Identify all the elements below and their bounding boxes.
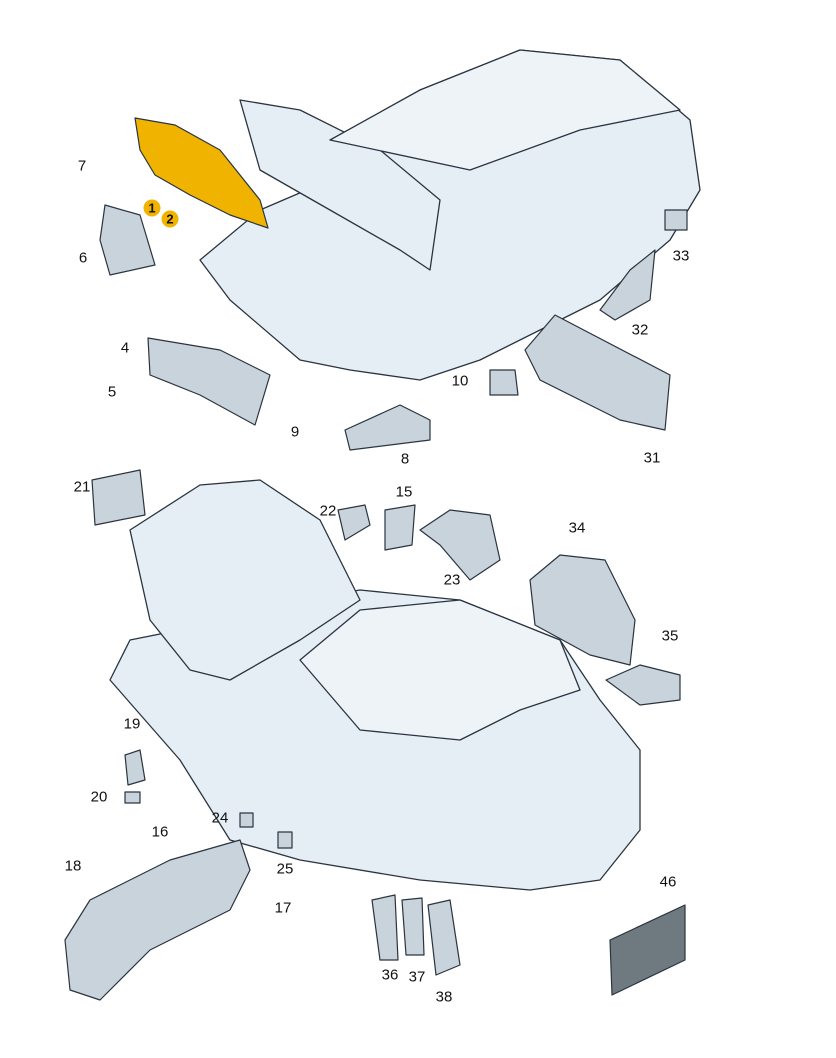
label-8[interactable]: 8 [400,450,410,468]
part-24 [239,812,254,828]
label-25[interactable]: 25 [276,860,294,878]
part-21 [91,469,146,526]
label-21[interactable]: 21 [73,478,91,496]
label-32[interactable]: 32 [631,321,649,339]
label-4[interactable]: 4 [120,339,130,357]
part-16 [64,839,251,1001]
label-1[interactable]: 1 [143,199,161,217]
lower-roof [299,599,581,741]
label-17[interactable]: 17 [274,899,292,917]
part-6 [99,204,156,276]
part-20 [124,791,141,804]
label-24[interactable]: 24 [211,809,229,827]
label-19[interactable]: 19 [123,715,141,733]
label-20[interactable]: 20 [90,788,108,806]
part-32 [599,249,656,321]
label-38[interactable]: 38 [435,988,453,1006]
label-18[interactable]: 18 [64,857,82,875]
part-19 [124,749,146,786]
part-31 [524,314,671,431]
part-8 [344,404,431,451]
part-1-insulation [134,117,269,229]
label-46[interactable]: 46 [659,873,677,891]
part-10 [489,369,519,396]
part-34 [529,554,636,666]
label-2[interactable]: 2 [161,210,179,228]
lower-hood [129,479,361,681]
part-15 [384,504,416,551]
label-23[interactable]: 23 [443,571,461,589]
upper-roof [329,49,681,171]
part-36 [371,894,399,961]
label-10[interactable]: 10 [451,372,469,390]
part-35 [605,664,681,706]
label-16[interactable]: 16 [151,823,169,841]
part-22 [337,504,371,541]
label-36[interactable]: 36 [381,966,399,984]
upper-hood [239,99,441,271]
label-35[interactable]: 35 [661,627,679,645]
part-33 [664,209,688,231]
label-34[interactable]: 34 [568,519,586,537]
part-23 [419,509,501,581]
part-37 [401,897,425,956]
part-46 [609,904,686,996]
label-6[interactable]: 6 [78,249,88,267]
label-7[interactable]: 7 [77,157,87,175]
label-31[interactable]: 31 [643,449,661,467]
label-33[interactable]: 33 [672,247,690,265]
part-38 [427,899,461,976]
label-5[interactable]: 5 [107,383,117,401]
label-9[interactable]: 9 [290,423,300,441]
part-25 [277,831,293,849]
label-37[interactable]: 37 [408,968,426,986]
label-22[interactable]: 22 [319,502,337,520]
part-4 [147,337,271,426]
label-15[interactable]: 15 [395,483,413,501]
